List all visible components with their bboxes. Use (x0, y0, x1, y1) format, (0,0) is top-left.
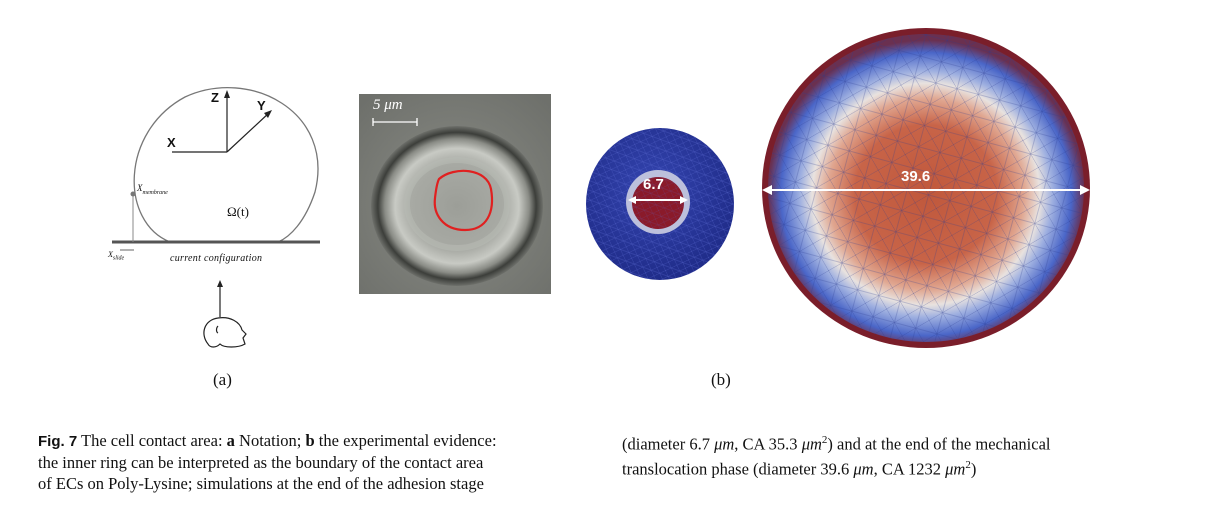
caption-line-4: (diameter 6.7 μm, CA 35.3 μm2) and at th… (622, 434, 1051, 454)
caption-line-2: the inner ring can be interpreted as the… (38, 453, 484, 472)
micrograph: 5 μm (359, 94, 551, 294)
cell-body (371, 126, 543, 286)
caption-line-1: Fig. 7 The cell contact area: a Notation… (38, 431, 497, 450)
view-arrow-head (217, 280, 223, 287)
micrograph-image (359, 94, 551, 294)
large-sphere-simulation: 39.6 (758, 24, 1094, 350)
panel-a-sketch: Z Y X Xmembrane Ω(t) Xslide current conf… (100, 72, 330, 362)
y-axis (226, 111, 271, 153)
caption-right-column: (diameter 6.7 μm, CA 35.3 μm2) and at th… (622, 430, 1182, 479)
panel-b-label: (b) (711, 370, 731, 389)
scale-bar-label: 5 μm (373, 97, 403, 113)
small-diameter-label: 6.7 (643, 176, 664, 193)
y-axis-arrow (264, 110, 272, 118)
large-sphere-image (762, 28, 1090, 348)
large-diameter-label: 39.6 (901, 168, 931, 185)
contact-boundary-ring (433, 169, 493, 232)
panel-a-label: (a) (213, 370, 232, 389)
small-sphere-simulation: 6.7 (584, 126, 736, 282)
axis-x-label: X (167, 135, 176, 150)
small-sphere-image (586, 128, 734, 280)
axis-z-label: Z (211, 90, 219, 105)
observer-head-icon (203, 317, 247, 348)
notation-diagram (112, 87, 320, 348)
observer-eye-icon (215, 325, 219, 334)
x-membrane-point (130, 191, 136, 197)
z-axis-arrow (224, 90, 230, 98)
caption-line-3: of ECs on Poly-Lysine; simulations at th… (38, 474, 484, 493)
x-slide-label: Xslide (108, 250, 125, 262)
figure-label: Fig. 7 (38, 433, 78, 450)
omega-label: Ω(t) (227, 204, 249, 219)
axis-y-label: Y (257, 98, 266, 113)
x-membrane-label: Xmembrane (137, 183, 168, 196)
caption-line-5: translocation phase (diameter 39.6 μm, C… (622, 458, 977, 479)
caption-left-column: Fig. 7 The cell contact area: a Notation… (38, 430, 598, 494)
current-configuration-label: current configuration (170, 253, 263, 264)
cell-outline (133, 87, 319, 243)
